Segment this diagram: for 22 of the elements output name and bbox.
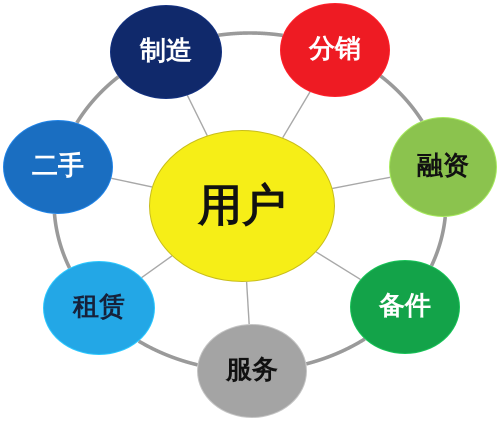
connector-line — [316, 251, 361, 280]
ring-arc-line — [75, 75, 120, 124]
ring-arc-line — [430, 215, 448, 268]
connector-line — [186, 95, 208, 136]
category-label: 二手 — [32, 152, 84, 182]
category-label: 租赁 — [73, 293, 125, 323]
category-label: 服务 — [226, 356, 278, 386]
category-label: 融资 — [417, 152, 469, 182]
center-label: 用户 — [198, 180, 286, 232]
ring-arc-line — [304, 337, 366, 366]
category-label: 制造 — [140, 37, 192, 67]
ring-arc-line — [216, 31, 284, 38]
connector-line — [246, 282, 250, 324]
connector-line — [282, 92, 311, 138]
ring-arc-line — [379, 74, 424, 123]
connector-line — [141, 255, 172, 278]
connector-line — [332, 176, 390, 190]
ring-arc-line — [52, 212, 72, 270]
category-label: 备件 — [379, 292, 431, 322]
connector-line — [111, 178, 152, 188]
ring-arc-line — [137, 339, 200, 367]
category-label: 分销 — [309, 35, 361, 65]
